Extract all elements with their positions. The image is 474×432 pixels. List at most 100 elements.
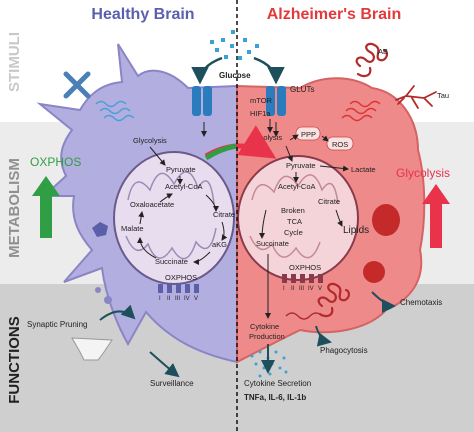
- cytokines-list-label: TNFa, IL-6, IL-1b: [244, 393, 306, 402]
- receptor-subunit: [266, 86, 275, 116]
- complex-marker: [300, 274, 305, 283]
- glucose-label: Glucose: [219, 71, 251, 80]
- receptor-subunit: [203, 86, 212, 116]
- complex-marker: [158, 284, 163, 293]
- ad-pyruvate-label: Pyruvate: [286, 161, 316, 170]
- complex-marker: [309, 274, 314, 283]
- complex-marker: [291, 274, 296, 283]
- healthy-vesicle: [104, 296, 112, 304]
- healthy-organelle: [92, 222, 108, 237]
- ad-production-label: Production: [249, 332, 285, 341]
- chemotaxis-label: Chemotaxis: [400, 298, 442, 307]
- phagocytosis-arrow: [315, 325, 332, 347]
- healthy-tca-arrow: [193, 251, 211, 265]
- ad-glut-receptor: [266, 86, 286, 116]
- synaptic-pruning-label: Synaptic Pruning: [27, 320, 87, 329]
- ad-lipids-label: Lipids: [343, 225, 369, 236]
- healthy-succinate-label: Succinate: [155, 257, 188, 266]
- ros-box: [326, 136, 354, 151]
- band-label-stimuli: STIMULI: [6, 32, 23, 92]
- ad-acetyl-coa-label: Acetyl-CoA: [278, 182, 316, 191]
- signal-wave-icon: [95, 100, 135, 122]
- ad-broken-label: Broken: [281, 206, 305, 215]
- ad-ppp-label: PPP: [301, 130, 316, 139]
- glycolysis-side-label: Glycolysis: [396, 166, 450, 180]
- healthy-glut-receptor: [192, 86, 212, 116]
- phagocytosis-label: Phagocytosis: [320, 346, 368, 355]
- band-label-metabolism: METABOLISM: [6, 158, 23, 258]
- blocked-stimulus-icon: [63, 71, 91, 99]
- healthy-complex-v: V: [194, 296, 198, 302]
- ad-lipids-arrow: [335, 209, 343, 227]
- healthy-tca-arrow: [205, 194, 219, 212]
- ad-tca-arrow: [259, 209, 267, 239]
- healthy-complex-i: I: [159, 296, 161, 302]
- ad-complex-ii: II: [291, 286, 295, 292]
- ad-complex-v: V: [318, 286, 322, 292]
- healthy-glycolysis-arrow: [149, 146, 166, 166]
- glucose-right-arrow: [253, 56, 285, 85]
- ad-cycle-label: Cycle: [284, 228, 303, 237]
- healthy-pyruvate-label: Pyruvate: [166, 165, 196, 174]
- receptor-subunit: [277, 86, 286, 116]
- complex-marker: [194, 284, 199, 293]
- oxphos-up-arrow: [32, 176, 60, 238]
- ppp-box: [295, 126, 321, 141]
- lipid-droplet: [372, 204, 400, 236]
- synaptic-pruning-arrow: [99, 304, 136, 321]
- ad-signal-wave-icon: [341, 100, 381, 122]
- ab-label: AB: [378, 47, 388, 56]
- gluts-label: GLUTs: [290, 85, 314, 94]
- ad-tca-label: TCA: [287, 217, 302, 226]
- healthy-complex-iii: III: [175, 296, 180, 302]
- ad-lactate-arrow: [319, 165, 349, 172]
- ad-ppp-arrow: [289, 134, 299, 141]
- healthy-akg-label: aKG: [212, 240, 227, 249]
- cytokine-secretion-label: Cytokine Secretion: [244, 379, 311, 388]
- tau-icon: [395, 85, 437, 109]
- healthy-to-ad-arrow-green: [204, 143, 237, 161]
- ad-glycolysis-label: glycolysis: [250, 133, 282, 142]
- healthy-vesicle: [95, 287, 101, 293]
- healthy-oxaloacetate-label: Oxaloacetate: [130, 200, 174, 209]
- healthy-tca-arrow: [137, 237, 157, 259]
- glucose-molecules: [210, 30, 259, 60]
- healthy-mitochondrion: [113, 151, 235, 285]
- synapse-icon: [71, 337, 113, 361]
- complex-marker: [282, 274, 287, 283]
- healthy-complex-ii: II: [167, 296, 171, 302]
- ad-glycolysis-arrow: [285, 145, 293, 162]
- ad-complex-i: I: [283, 286, 285, 292]
- glycolysis-up-arrow: [422, 184, 450, 248]
- ad-cytokine-label: Cytokine: [250, 322, 279, 331]
- ad-succinate-label: Succinate: [256, 239, 289, 248]
- ad-complex-iv: IV: [308, 286, 314, 292]
- complex-marker: [318, 274, 323, 283]
- healthy-cristae: [125, 171, 217, 260]
- healthy-malate-label: Malate: [121, 224, 144, 233]
- tau-label: Tau: [437, 91, 449, 100]
- ad-citrate-label: Citrate: [318, 197, 340, 206]
- band-label-functions: FUNCTIONS: [6, 316, 23, 404]
- healthy-glycolysis-label: Glycolysis: [133, 136, 167, 145]
- ad-oxphos-complexes: [282, 274, 323, 283]
- ad-complex-iii: III: [299, 286, 304, 292]
- oxphos-side-label: OXPHOS: [30, 155, 81, 169]
- complex-marker: [185, 284, 190, 293]
- complex-marker: [167, 284, 172, 293]
- chemotaxis-arrow: [371, 291, 396, 313]
- healthy-oxphos-complexes: [158, 284, 199, 293]
- ad-ros-arrow: [321, 135, 329, 142]
- healthy-acetyl-coa-label: Acetyl-CoA: [165, 182, 203, 191]
- healthy-brain-title: Healthy Brain: [91, 6, 194, 23]
- glucose-left-arrow: [191, 56, 223, 85]
- amyloid-beta-icon: [355, 42, 389, 78]
- healthy-oxphos-label: OXPHOS: [165, 273, 197, 282]
- ad-oxphos-label: OXPHOS: [289, 263, 321, 272]
- ad-mtor-label: mTOR: [250, 96, 273, 105]
- surveillance-arrow: [149, 351, 180, 378]
- alzheimers-brain-title: Alzheimer's Brain: [267, 6, 402, 23]
- complex-marker: [176, 284, 181, 293]
- healthy-tca-arrow: [159, 193, 173, 203]
